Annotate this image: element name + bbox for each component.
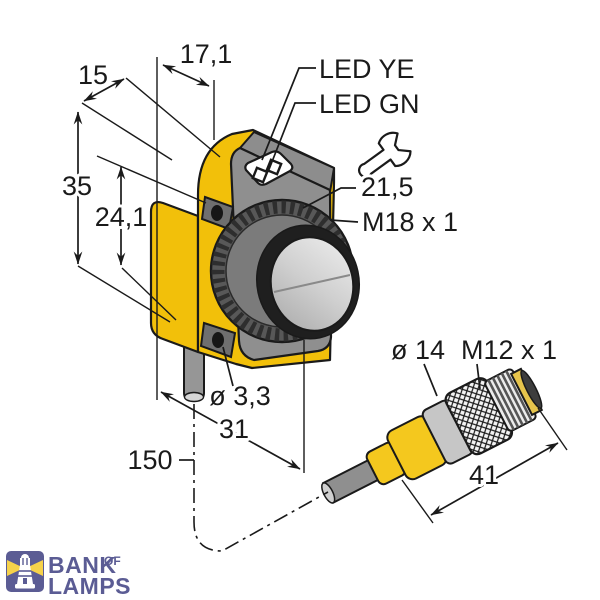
label-mount-hole-dia: ø 3,3 xyxy=(209,381,271,411)
cable-cut-end xyxy=(183,391,205,403)
label-led-green: LED GN xyxy=(319,89,420,119)
leader-m12 xyxy=(476,363,481,390)
ext-line-241-bottom xyxy=(121,267,177,321)
lighthouse xyxy=(15,554,35,589)
logo-text-line1-suffix: OF xyxy=(104,554,121,568)
mount-hole-top xyxy=(211,205,223,221)
ext-line-41-left xyxy=(401,479,434,524)
mounting-tab-bottom xyxy=(199,321,237,359)
leader-dia14 xyxy=(423,363,438,397)
lighthouse-logo-icon xyxy=(6,551,44,592)
light-beam-left xyxy=(7,560,24,576)
label-side-depth: 15 xyxy=(78,60,108,90)
label-cable-length: 150 xyxy=(127,445,172,475)
leader-m18 xyxy=(329,219,359,223)
dimension-annotations xyxy=(73,57,568,524)
label-lens-thread: M18 x 1 xyxy=(362,207,458,237)
dim-line-41 xyxy=(430,442,559,516)
wrench-icon xyxy=(358,131,412,178)
cable-centerline xyxy=(193,404,329,552)
led-green-indicator xyxy=(265,158,283,176)
label-led-yellow: LED YE xyxy=(319,54,415,84)
dim-line-15 xyxy=(83,78,125,102)
connector-end-face xyxy=(520,369,543,409)
ext-line-241-top xyxy=(96,155,207,204)
label-slot-spacing: 24,1 xyxy=(95,202,148,232)
led-yellow-indicator xyxy=(251,166,269,184)
dim-line-171 xyxy=(162,64,210,87)
sensor-lens xyxy=(269,236,355,332)
logo-text-line2: LAMPS xyxy=(48,573,131,599)
label-connector-dia: ø 14 xyxy=(391,335,445,365)
ext-line-41-right xyxy=(537,407,568,451)
leader-led-ye xyxy=(261,67,316,161)
lens-split-line xyxy=(273,274,351,293)
label-connector-thread: M12 x 1 xyxy=(461,335,557,365)
mount-hole-bottom xyxy=(212,332,224,348)
label-front-width: 17,1 xyxy=(180,39,233,69)
label-housing-depth: 31 xyxy=(219,414,249,444)
ext-line-15-right xyxy=(125,77,221,158)
label-height: 35 xyxy=(62,171,92,201)
ext-line-15-left xyxy=(81,102,173,161)
sensor-back-plate xyxy=(149,200,200,354)
sensor-housing xyxy=(149,128,361,403)
mounting-tab-top xyxy=(200,195,235,231)
dim-line-31 xyxy=(160,391,301,470)
leader-hole-33 xyxy=(222,346,234,387)
m12-connector xyxy=(321,367,544,505)
leader-led-gn xyxy=(267,102,316,173)
logo-text-line1: BANK xyxy=(48,552,116,578)
leader-215 xyxy=(302,187,356,209)
label-connector-length: 41 xyxy=(469,460,499,490)
ext-line-35-bottom xyxy=(77,265,171,323)
bank-of-lamps-logo: BANK OF LAMPS xyxy=(6,551,131,599)
light-beam-right xyxy=(26,560,43,576)
label-wrench-size: 21,5 xyxy=(361,172,414,202)
